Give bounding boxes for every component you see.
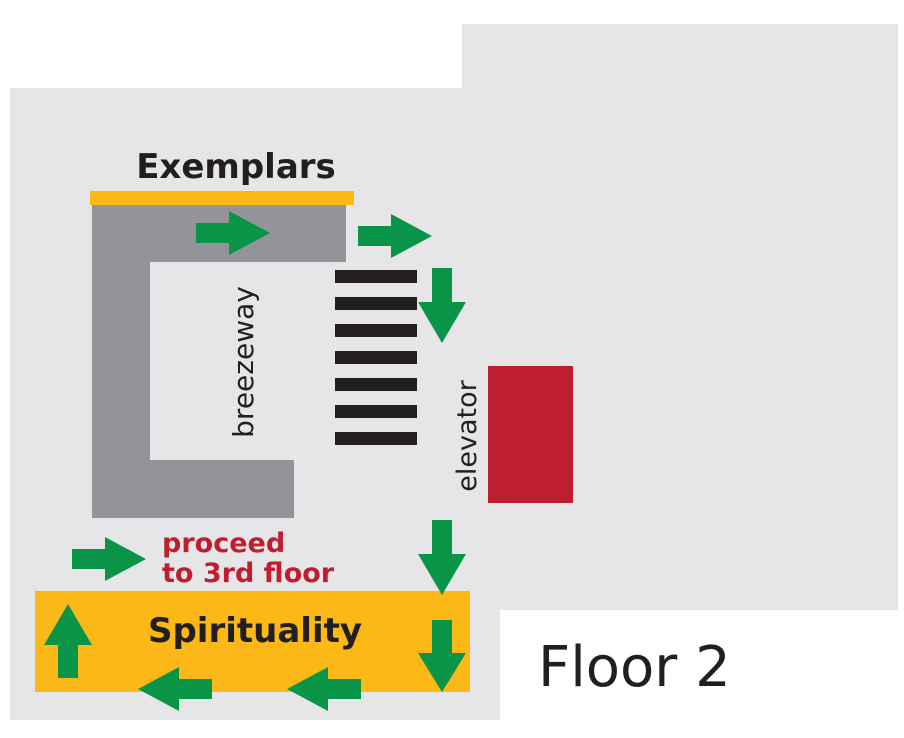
breezeway-walkway [92, 202, 346, 518]
arrow-right-icon [358, 214, 432, 258]
arrow-down-icon [418, 520, 466, 595]
proceed-note-line1: proceed [162, 528, 285, 559]
elevator-label: elevator [452, 379, 483, 491]
breezeway-label: breezeway [227, 286, 260, 438]
stairs-icon [335, 270, 417, 445]
arrow-up-icon [44, 604, 92, 678]
spirituality-label: Spirituality [148, 611, 362, 651]
arrow-down-icon [418, 620, 466, 692]
arrow-left-icon [287, 667, 361, 711]
arrow-right-icon [72, 537, 146, 581]
proceed-note-line2: to 3rd floor [162, 558, 335, 589]
arrow-down-icon [418, 268, 466, 343]
arrow-left-icon [138, 667, 212, 711]
exemplars-label: Exemplars [136, 147, 336, 187]
arrow-right-icon [196, 211, 270, 255]
floor-label: Floor 2 [538, 635, 731, 700]
spirituality-zone [35, 591, 470, 692]
exemplars-bar [90, 191, 354, 205]
elevator-block [488, 366, 573, 503]
